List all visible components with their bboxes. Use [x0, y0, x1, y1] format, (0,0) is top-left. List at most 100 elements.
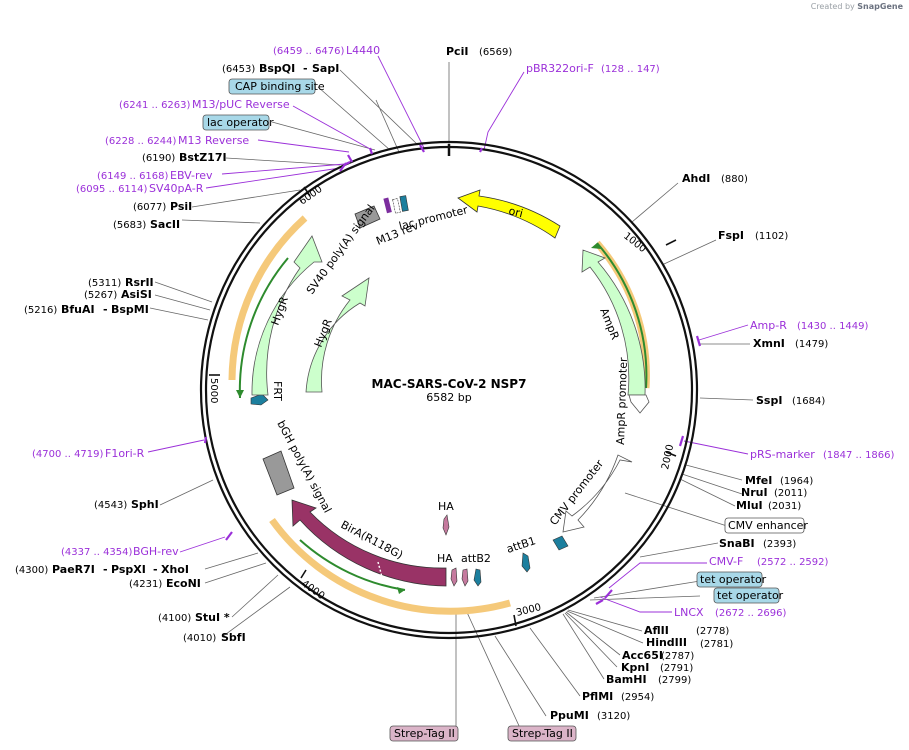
enzyme-kpni[interactable]: KpnI: [621, 661, 649, 674]
sv40-polya-feature[interactable]: [354, 205, 381, 229]
bgh-polya-feature[interactable]: [262, 450, 295, 496]
boxed-labels: CAP binding site lac operator CMV enhanc…: [202, 78, 808, 742]
hygr-outer-feature[interactable]: [251, 235, 323, 396]
enzyme-sacii[interactable]: SacII: [150, 218, 180, 231]
enzyme-labels: PciI (6569) AhdI (880) FspI (1102) XmnI …: [15, 45, 828, 722]
primer-marks: [203, 144, 702, 605]
enzyme-xmni[interactable]: XmnI: [753, 337, 785, 350]
ampr-promoter-label: AmpR promoter: [614, 357, 630, 445]
enzyme-nrui[interactable]: NruI: [741, 486, 768, 499]
attb2-feature[interactable]: [473, 568, 482, 587]
box-tet-operator-2[interactable]: tet operator: [717, 589, 784, 602]
credit-prefix: Created by: [810, 2, 855, 11]
enzyme-mlui[interactable]: MluI: [736, 499, 763, 512]
dash-3: -: [103, 303, 108, 316]
enzyme-mfei[interactable]: MfeI: [745, 474, 772, 487]
enzyme-stui-pos: (4100): [158, 613, 191, 624]
dash-2: -: [153, 563, 158, 576]
enzyme-hindiii[interactable]: HindIII: [646, 636, 687, 649]
primer-amp-r-pos: (1430 .. 1449): [797, 321, 869, 332]
enzyme-xhoi[interactable]: XhoI: [161, 563, 189, 576]
hygr-outer-label: HygR: [269, 295, 291, 327]
primer-pbr322ori-f[interactable]: pBR322ori-F: [526, 62, 594, 75]
enzyme-psii[interactable]: PsiI: [170, 200, 192, 213]
enzyme-psii-pos: (6077): [133, 202, 166, 213]
enzyme-pcii[interactable]: PciI: [446, 45, 468, 58]
credit-brand: SnapGene: [857, 2, 903, 11]
enzyme-snabi[interactable]: SnaBI: [719, 537, 755, 550]
ori-feature[interactable]: [457, 189, 561, 239]
box-strep-tag-1[interactable]: Strep-Tag II: [394, 727, 455, 740]
enzyme-sacii-pos: (5683): [113, 220, 146, 231]
bira-feature[interactable]: [291, 499, 447, 587]
box-lac-operator[interactable]: lac operator: [207, 116, 274, 129]
enzyme-ppumi-pos: (3120): [597, 711, 630, 722]
primer-prs-marker[interactable]: pRS-marker: [750, 448, 815, 461]
attb1-feature[interactable]: [521, 552, 531, 573]
enzyme-bstz17i[interactable]: BstZ17I: [179, 151, 227, 164]
enzyme-stui[interactable]: StuI *: [195, 611, 230, 624]
lac-operator-feature[interactable]: [392, 198, 401, 214]
enzyme-ahdi[interactable]: AhdI: [682, 172, 710, 185]
enzyme-pflmi[interactable]: PflMI: [582, 690, 613, 703]
frt-feature[interactable]: [250, 393, 269, 406]
primer-bgh-rev[interactable]: BGH-rev: [133, 545, 179, 558]
enzyme-bamhi[interactable]: BamHI: [606, 673, 647, 686]
ha-tag-3[interactable]: [461, 568, 469, 587]
primer-cmv-f[interactable]: CMV-F: [709, 555, 743, 568]
hygr-inner-feature[interactable]: [305, 277, 370, 393]
primer-f1ori-r[interactable]: F1ori-R: [105, 447, 145, 460]
primer-m13-reverse-pos: (6228 .. 6244): [105, 136, 177, 147]
m13-rev-feature[interactable]: [383, 197, 392, 214]
enzyme-sspi[interactable]: SspI: [756, 394, 782, 407]
enzyme-aflii[interactable]: AflII: [644, 624, 669, 637]
ori-label: ori: [507, 204, 524, 220]
enzyme-fspi[interactable]: FspI: [718, 229, 744, 242]
ampr-feature[interactable]: [581, 249, 646, 396]
bira-orf-highlight: [269, 517, 511, 615]
ha-tag-2[interactable]: [450, 567, 458, 587]
attb2-label: attB2: [461, 552, 491, 565]
box-tet-operator-1[interactable]: tet operator: [700, 573, 767, 586]
box-cap-binding-site[interactable]: CAP binding site: [235, 80, 325, 93]
lac-promoter-label: lac promoter: [398, 203, 470, 233]
box-strep-tag-2[interactable]: Strep-Tag II: [512, 727, 573, 740]
primer-sv40pa-r[interactable]: SV40pA-R: [149, 182, 204, 195]
box-cmv-enhancer[interactable]: CMV enhancer: [728, 519, 808, 532]
enzyme-ahdi-pos: (880): [721, 174, 748, 185]
attb1-marker[interactable]: [552, 535, 569, 551]
primer-m13puc-reverse-pos: (6241 .. 6263): [119, 100, 191, 111]
enzyme-nrui-pos: (2011): [774, 488, 807, 499]
primer-ebv-rev[interactable]: EBV-rev: [170, 169, 213, 182]
enzyme-bspqi[interactable]: BspQI: [259, 62, 295, 75]
hygr-orf-highlight: [228, 215, 308, 381]
enzyme-ppumi[interactable]: PpuMI: [550, 709, 589, 722]
primer-m13-reverse[interactable]: M13 Reverse: [178, 134, 249, 147]
enzyme-bspqi-pos: (6453): [222, 64, 255, 75]
enzyme-bfuai-pos: (5216): [24, 305, 57, 316]
enzyme-sbfi[interactable]: SbfI: [221, 631, 246, 644]
enzyme-econi[interactable]: EcoNI: [166, 577, 201, 590]
enzyme-pspxi[interactable]: PspXI: [111, 563, 146, 576]
ha-tag-1[interactable]: [442, 514, 450, 536]
enzyme-snabi-pos: (2393): [763, 539, 796, 550]
primer-m13puc-reverse[interactable]: M13/pUC Reverse: [192, 98, 290, 111]
primer-prs-marker-pos: (1847 .. 1866): [823, 450, 895, 461]
enzyme-sphi[interactable]: SphI: [131, 498, 159, 511]
enzyme-bspmi[interactable]: BspMI: [111, 303, 149, 316]
enzyme-bfuai[interactable]: BfuAI: [61, 303, 95, 316]
enzyme-rsrii-pos: (5311): [88, 278, 121, 289]
enzyme-sapi[interactable]: SapI: [312, 62, 339, 75]
enzyme-acc65i[interactable]: Acc65I: [622, 649, 663, 662]
ampr-promoter-feature[interactable]: [628, 394, 650, 414]
cmv-promoter-feature[interactable]: [562, 454, 633, 533]
enzyme-asisi[interactable]: AsiSI: [121, 288, 152, 301]
primer-lncx[interactable]: LNCX: [674, 606, 704, 619]
cap-site-feature[interactable]: [399, 195, 409, 212]
enzyme-mlui-pos: (2031): [768, 501, 801, 512]
enzyme-rsrii[interactable]: RsrII: [125, 276, 154, 289]
primer-amp-r[interactable]: Amp-R: [750, 319, 787, 332]
enzyme-paer7i[interactable]: PaeR7I: [52, 563, 95, 576]
primer-l4440[interactable]: L4440: [346, 44, 380, 57]
enzyme-mfei-pos: (1964): [780, 476, 813, 487]
